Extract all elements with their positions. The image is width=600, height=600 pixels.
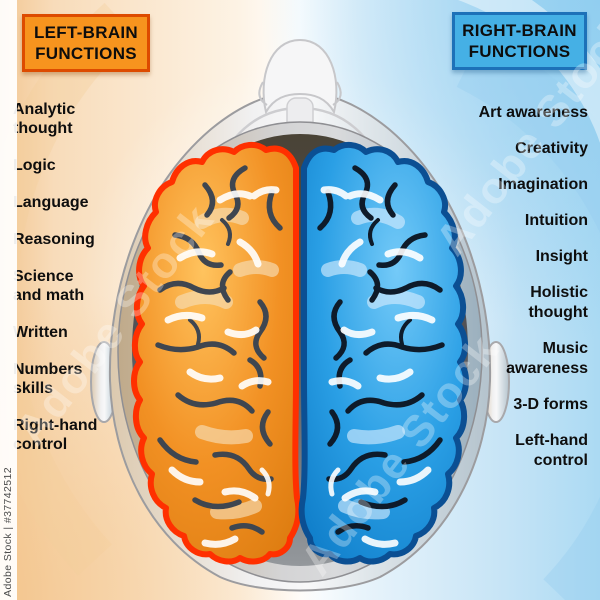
left-brain-function-list: Analytic thought Logic Language Reasonin… — [13, 100, 145, 472]
list-item: Written — [13, 324, 68, 341]
left-title-line1: LEFT-BRAIN — [33, 23, 139, 42]
nostril-right — [332, 81, 342, 106]
list-item: Right-hand control — [13, 417, 98, 453]
list-item: Intuition — [524, 212, 588, 229]
watermark-id-text: Adobe Stock | #37742512 — [2, 467, 14, 597]
list-item: Insight — [535, 248, 588, 265]
list-item: Language — [13, 194, 89, 211]
list-item: Logic — [13, 157, 56, 174]
nostril-left — [258, 81, 268, 106]
left-hemisphere — [134, 145, 298, 562]
nose — [262, 38, 338, 115]
list-item: Science and math — [13, 268, 85, 304]
list-item: Left-hand control — [515, 432, 588, 469]
left-title-line2: FUNCTIONS — [35, 44, 137, 63]
list-item: Creativity — [515, 140, 588, 157]
right-brain-title-box: RIGHT-BRAIN FUNCTIONS — [452, 12, 587, 70]
list-item: Numbers skills — [13, 361, 83, 397]
list-item: Music awareness — [506, 340, 588, 377]
right-hemisphere — [302, 145, 466, 562]
right-title-line2: FUNCTIONS — [468, 42, 571, 61]
list-item: Imagination — [498, 176, 588, 193]
watermark-sidebar: Adobe Stock | #37742512 — [0, 0, 17, 600]
list-item: Reasoning — [13, 231, 95, 248]
list-item: Analytic thought — [13, 101, 76, 137]
list-item: Holistic thought — [528, 284, 588, 321]
list-item: Art awareness — [478, 104, 588, 121]
left-brain-title-box: LEFT-BRAIN FUNCTIONS — [22, 14, 150, 72]
right-title-line1: RIGHT-BRAIN — [462, 21, 577, 40]
right-brain-function-list: Art awareness Creativity Imagination Int… — [446, 103, 588, 487]
list-item: 3-D forms — [513, 396, 588, 413]
